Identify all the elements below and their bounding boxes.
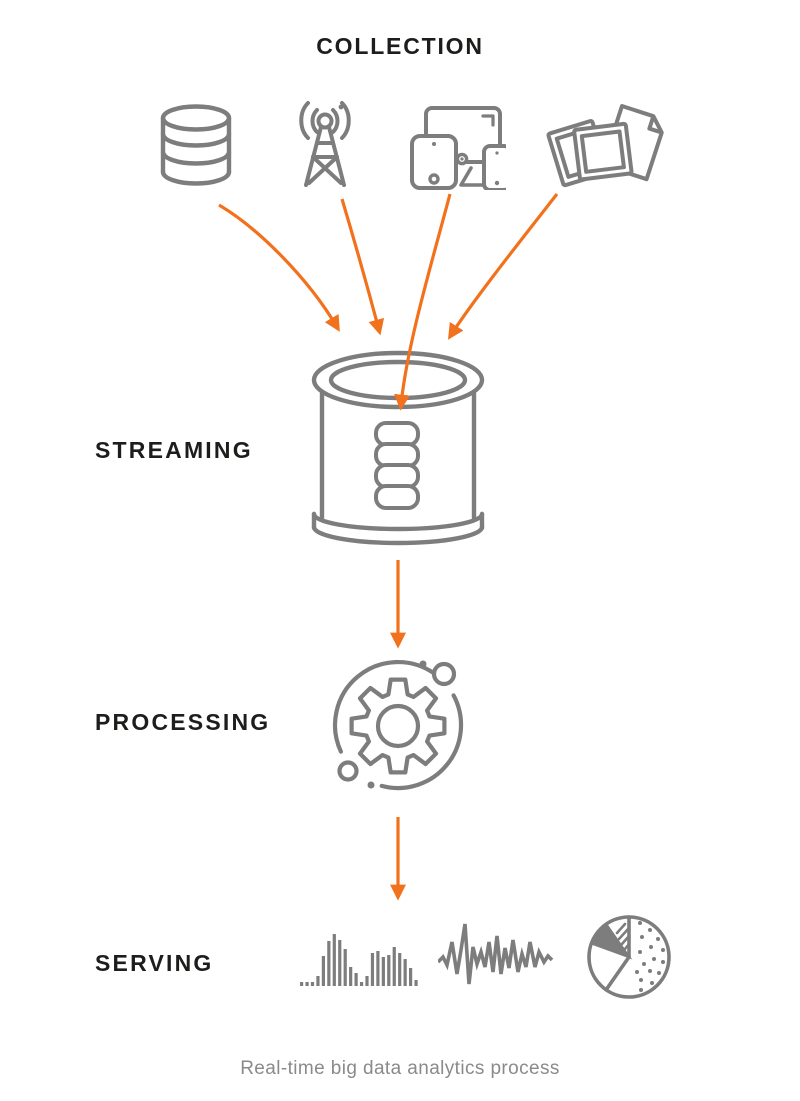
streaming-stage-label: STREAMING (95, 437, 253, 463)
broadcast-tower-icon (290, 97, 360, 193)
collection-stage-label: COLLECTION (316, 33, 484, 59)
message-queue-cylinder-icon (310, 344, 486, 556)
diagram-caption: Real-time big data analytics process (240, 1058, 560, 1079)
bar-chart-icon (298, 916, 422, 988)
flow-arrow-photos-to-streaming (447, 193, 559, 340)
waveform-icon (438, 912, 562, 996)
database-icon (158, 104, 234, 186)
serving-stage-label: SERVING (95, 950, 214, 976)
photos-icon (542, 94, 666, 202)
processing-stage-label: PROCESSING (95, 709, 271, 735)
flow-arrow-tower-to-streaming (340, 198, 385, 336)
pie-chart-icon (583, 908, 675, 1002)
gear-orbit-icon (323, 648, 473, 806)
flow-arrow-database-to-streaming (218, 203, 340, 332)
devices-icon (410, 102, 506, 190)
